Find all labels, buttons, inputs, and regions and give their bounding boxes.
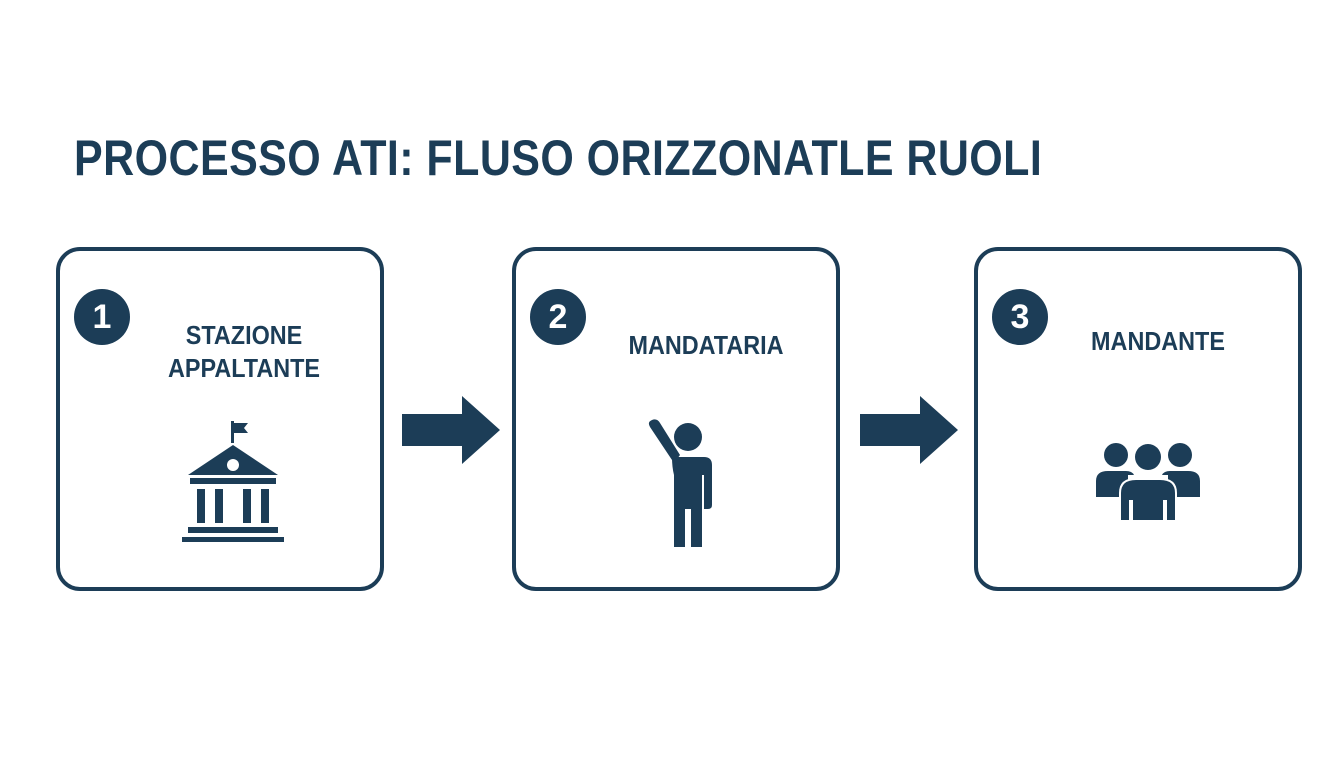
step-card-mandante: 3 MANDANTE	[974, 247, 1302, 591]
government-building-icon	[182, 421, 284, 542]
step-label: STAZIONE APPALTANTE	[167, 320, 321, 383]
right-arrow-icon	[860, 396, 958, 464]
person-raising-hand-icon	[648, 419, 712, 547]
step-card-mandataria: 2 MANDATARIA	[512, 247, 840, 591]
step-label: MANDATARIA	[628, 330, 784, 360]
step-card-stazione-appaltante: 1 STAZIONE APPALTANTE	[56, 247, 384, 591]
step-number-badge: 1	[74, 289, 130, 345]
step-label: MANDANTE	[1091, 326, 1225, 356]
step-number-badge: 3	[992, 289, 1048, 345]
group-of-people-icon	[1096, 442, 1200, 522]
diagram-title: PROCESSO ATI: FLUSO ORIZZONATLE RUOLI	[74, 130, 1043, 186]
step-number-badge: 2	[530, 289, 586, 345]
right-arrow-icon	[402, 396, 500, 464]
